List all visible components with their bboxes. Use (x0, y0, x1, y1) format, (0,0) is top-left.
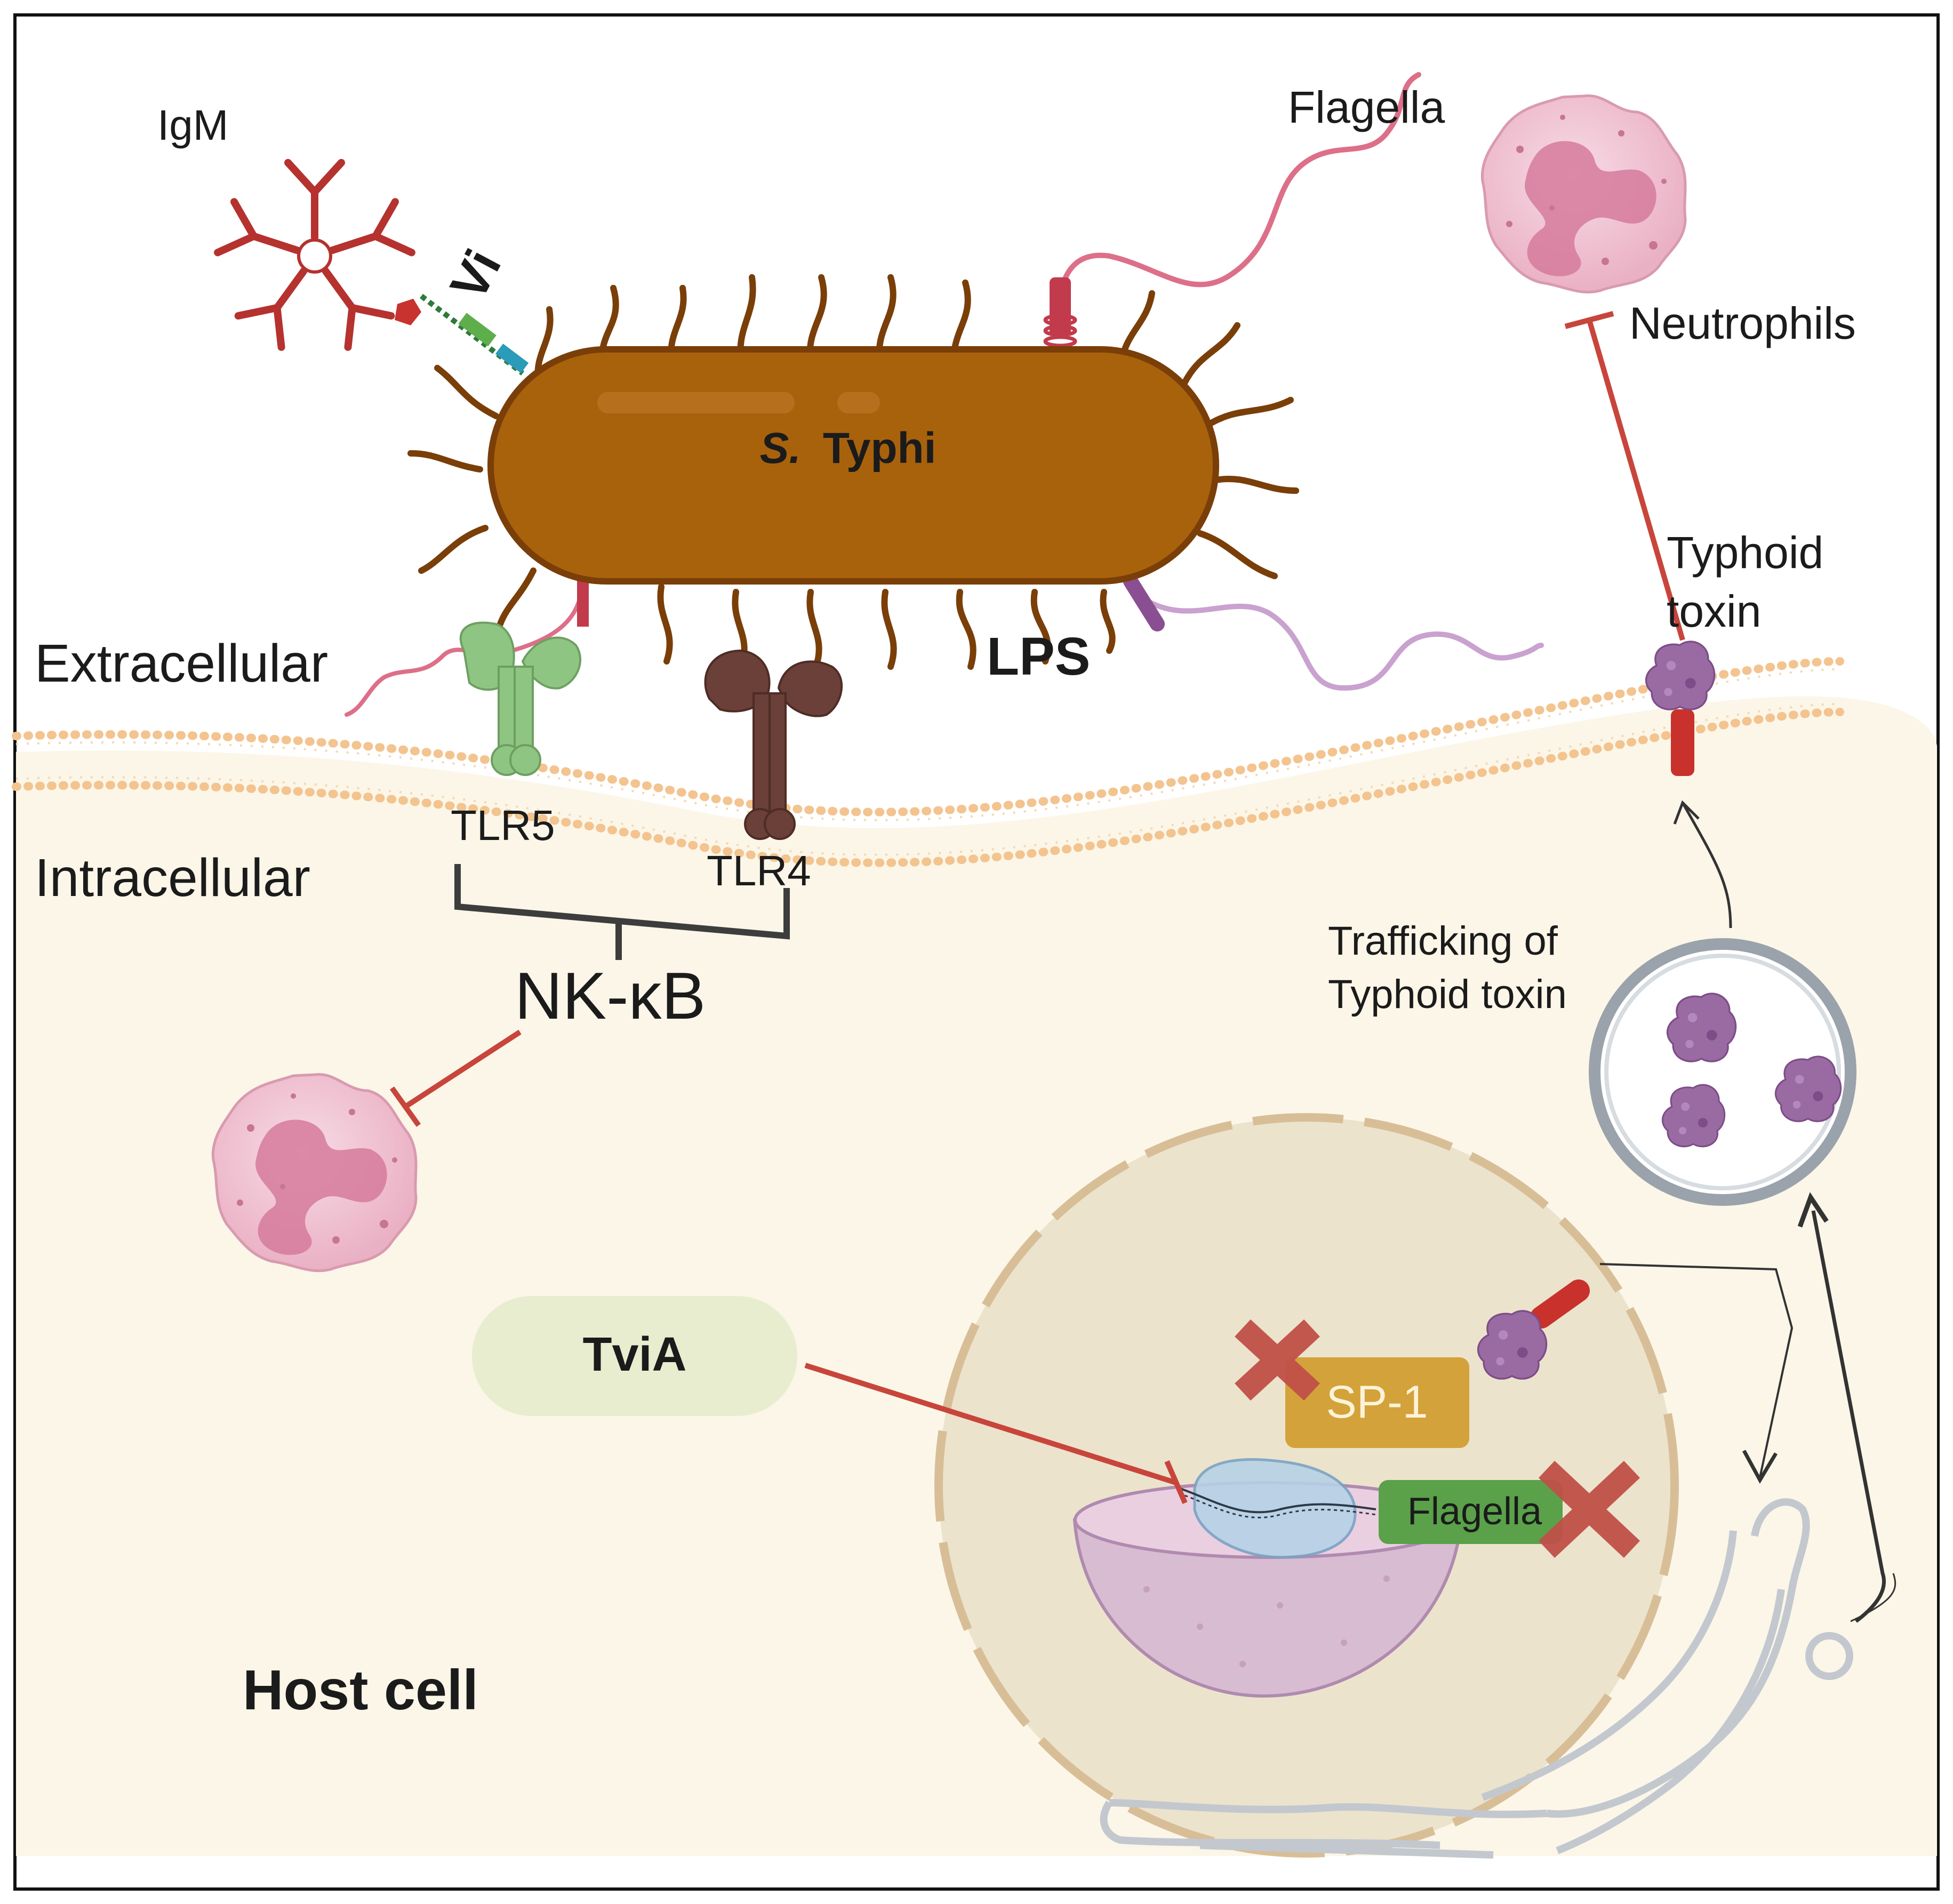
lps-label: LPS (987, 627, 1090, 686)
bacterium-highlight-small (837, 392, 880, 413)
flagellum-top (1055, 72, 1421, 333)
toxin-inhibits-neutrophils-bar (1564, 311, 1614, 329)
intracellular-label: Intracellular (35, 848, 310, 908)
trafficking-arrowhead-golgi (1742, 1450, 1778, 1484)
typhoid-toxin-label-line1: Typhoid (1667, 527, 1823, 578)
flagellar-motor-tlr5 (577, 576, 589, 627)
trafficking-arrow-up (1681, 802, 1732, 929)
sp1-blocked-x-icon (1235, 1319, 1320, 1401)
neutrophil-lower-left (213, 1075, 416, 1271)
bacterium-highlight (597, 392, 795, 413)
bacterium-genus: S. (760, 424, 801, 473)
bacterium-pili (407, 274, 1299, 670)
tlr5-label: TLR5 (451, 802, 555, 849)
toxin-membrane-anchor (1671, 709, 1694, 776)
sp1-box (1285, 1357, 1469, 1448)
nfkb-label: NK-κB (515, 959, 706, 1033)
toxin-vesicle (1589, 938, 1856, 1206)
bacterium-label: S. Typhi (760, 424, 937, 473)
flagellar-motor-top (1050, 277, 1071, 336)
golgi-exit-line (1850, 1573, 1896, 1622)
lps-anchor (1123, 574, 1165, 631)
tvia-inhibits-line (804, 1363, 1177, 1485)
neutrophils-label: Neutrophils (1629, 298, 1856, 348)
nfkb-inhibits-bar (389, 1086, 421, 1127)
typhoid-toxin-label-line2: toxin (1667, 586, 1761, 636)
tlr4-receptor (704, 649, 843, 840)
extracellular-label: Extracellular (35, 634, 328, 693)
nfkb-inhibits-line (404, 1029, 522, 1109)
flagellum-to-tlr5 (345, 590, 583, 717)
sp1-label: SP-1 (1326, 1377, 1428, 1428)
vi-capsule-chain (419, 294, 529, 375)
cell-membrane (12, 657, 1844, 867)
trafficking-label-line2: Typhoid toxin (1328, 972, 1567, 1017)
trafficking-arrowhead-vesicle (1797, 1192, 1829, 1228)
golgi-apparatus (1100, 1498, 1853, 1859)
rna-polymerase (1178, 1458, 1376, 1559)
flagella-gene-box (1379, 1480, 1563, 1544)
igm-pentamer (214, 159, 421, 351)
neutrophil-top-right (1482, 96, 1685, 292)
tlr4-label: TLR4 (707, 847, 811, 894)
trafficking-path-to-golgi (1599, 1263, 1794, 1478)
flagella-blocked-x-icon (1538, 1460, 1640, 1558)
bacterium-species: Typhi (823, 424, 937, 473)
trafficking-label-line1: Trafficking of (1328, 918, 1558, 964)
tvia-label: TviA (582, 1328, 686, 1381)
flagella-gene-label: Flagella (1407, 1490, 1542, 1533)
tlr5-receptor (459, 621, 582, 776)
igm-label: IgM (157, 101, 228, 149)
tvia-pill (472, 1296, 797, 1416)
toxin-nucleus-anchor (1530, 1279, 1590, 1329)
toxin-inhibits-neutrophils-line (1587, 319, 1685, 641)
host-cell-label: Host cell (243, 1659, 478, 1722)
nfkb-bracket (454, 864, 790, 960)
flagella-top-label: Flagella (1288, 82, 1445, 132)
tvia-inhibits-bar (1164, 1460, 1188, 1504)
lps-chain (1139, 595, 1544, 691)
trafficking-arrowhead-up (1673, 800, 1700, 825)
